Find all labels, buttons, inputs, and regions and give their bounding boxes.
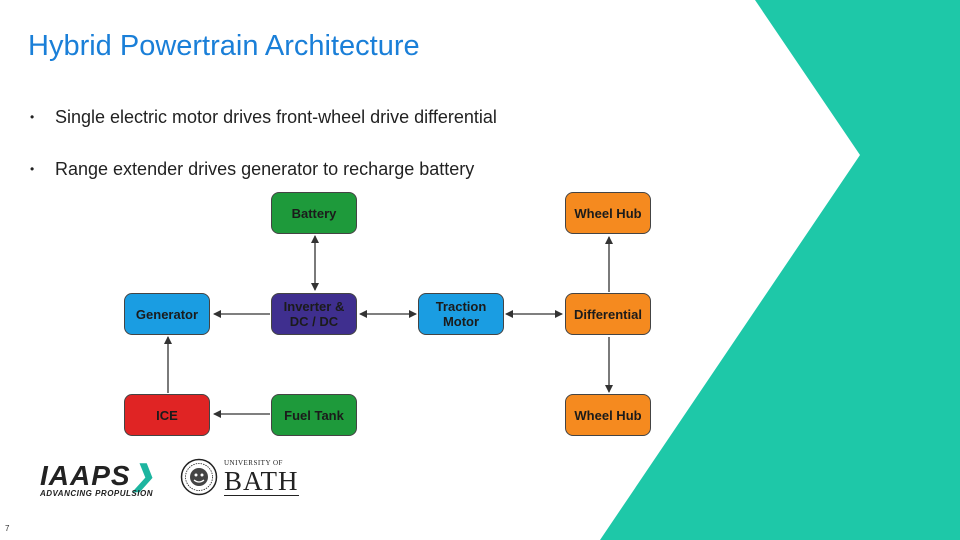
iaaps-logo: IAAPS❯ ADVANCING PROPULSION <box>40 460 156 499</box>
node-wheel-hub-bottom: Wheel Hub <box>565 394 651 436</box>
bullet-dot-icon: • <box>30 162 35 177</box>
university-of-bath-logo: UNIVERSITY OF BATH <box>180 458 299 496</box>
node-battery: Battery <box>271 192 357 234</box>
slide-title: Hybrid Powertrain Architecture <box>28 30 420 62</box>
node-fuel-tank: Fuel Tank <box>271 394 357 436</box>
page-number: 7 <box>5 524 10 533</box>
node-inverter-dcdc: Inverter &DC / DC <box>271 293 357 335</box>
node-wheel-hub-top: Wheel Hub <box>565 192 651 234</box>
chevron-right-icon: ❯ <box>130 460 156 491</box>
node-ice: ICE <box>124 394 210 436</box>
bath-seal-icon <box>180 458 218 496</box>
node-differential: Differential <box>565 293 651 335</box>
bullet-item-1: •Single electric motor drives front-whee… <box>30 106 497 127</box>
bullet-dot-icon: • <box>30 110 35 125</box>
node-generator: Generator <box>124 293 210 335</box>
bullet-item-2: •Range extender drives generator to rech… <box>30 158 475 179</box>
